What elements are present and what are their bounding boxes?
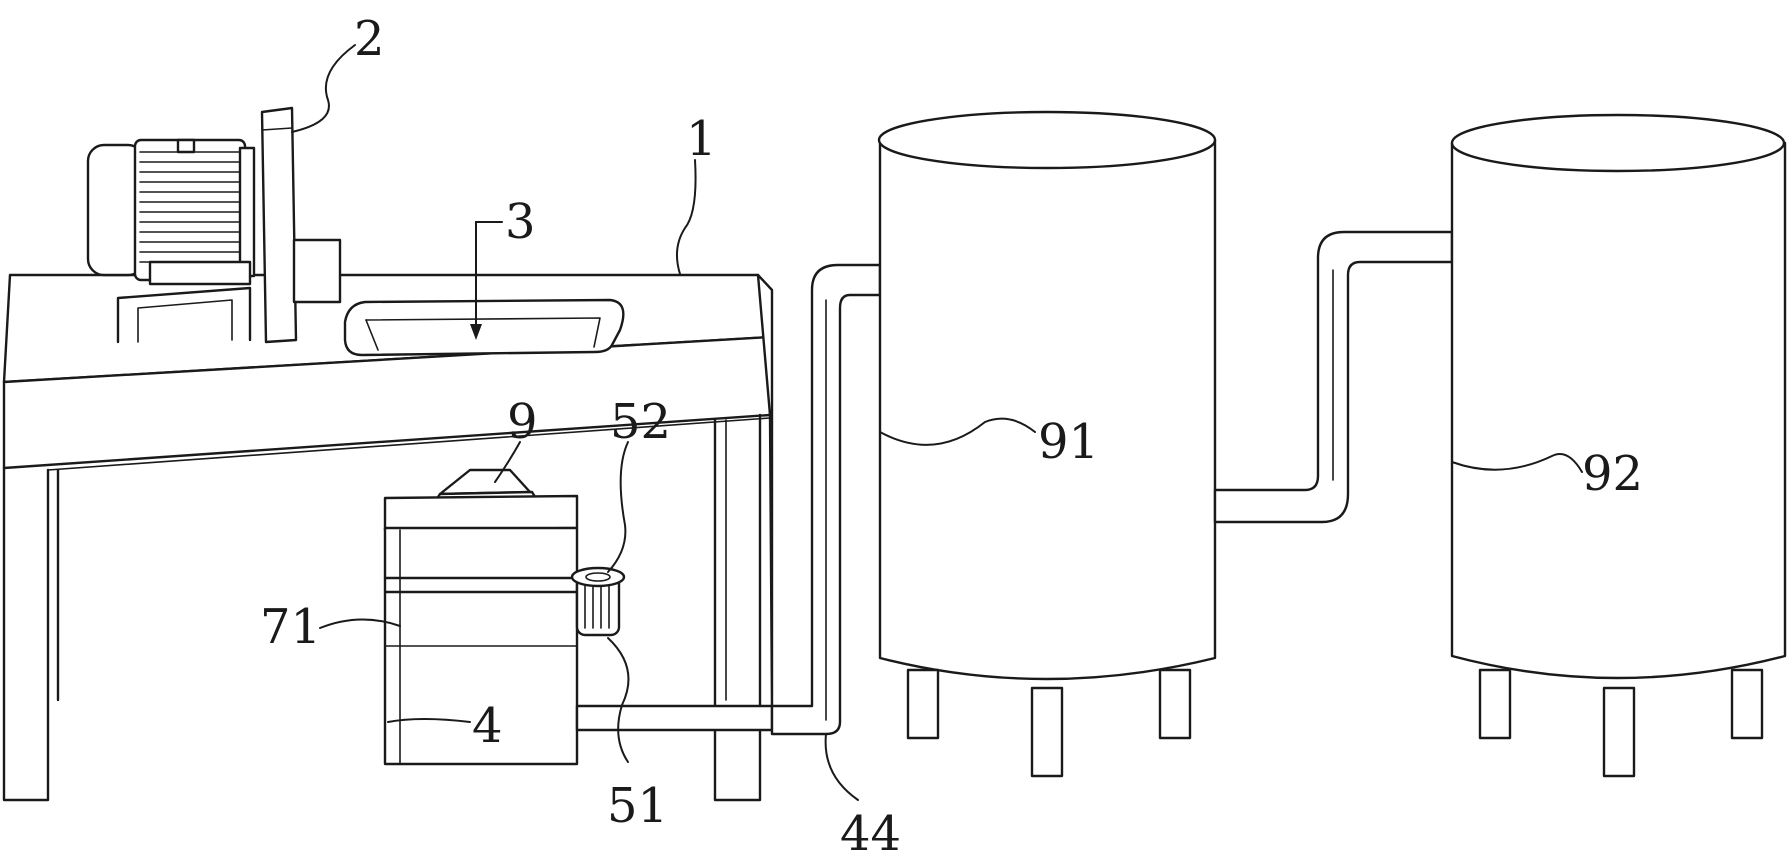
tank-one-body: [878, 138, 1217, 681]
motor-body: [133, 138, 247, 282]
leader-1: [675, 159, 697, 275]
table-leg-right: [713, 413, 762, 802]
box-top-rim: [383, 494, 579, 532]
label-box: 4: [472, 698, 503, 754]
small-motor: [575, 573, 621, 637]
label-gear: 52: [610, 394, 671, 450]
motor-terminal: [176, 138, 196, 154]
label-tank-one: 91: [1038, 414, 1099, 470]
opening-inner-left: [365, 319, 379, 351]
tank-one-leg-3: [1158, 668, 1192, 740]
label-table: 1: [686, 111, 717, 167]
motor-base-foot: [148, 260, 252, 286]
leader-3-arrow: [470, 324, 482, 340]
opening-outline: [343, 298, 625, 357]
tank-two-leg-3: [1730, 668, 1764, 740]
leader-44: [824, 733, 859, 801]
tank-one: [877, 110, 1217, 778]
leader-lines: [291, 44, 1583, 801]
leader-3: [475, 221, 503, 335]
tank-two-lid: [1450, 113, 1786, 173]
table-leg-left: [2, 466, 50, 802]
tank-connector-pipe: [1213, 230, 1454, 524]
gear-hub: [585, 572, 611, 582]
motor-flange: [238, 146, 256, 278]
tank-two-body: [1450, 141, 1787, 680]
label-small-motor: 51: [607, 778, 668, 834]
reference-labels: 2 1 3 9 52 71 4 51 44 91 92: [260, 11, 1643, 855]
table-crossbar: [47, 417, 771, 471]
label-motor: 2: [354, 11, 385, 67]
motor-stand: [116, 286, 252, 344]
motor-stand-inner: [137, 299, 233, 343]
label-opening: 3: [505, 194, 536, 250]
hopper-funnel: [438, 468, 532, 496]
tank-one-lid: [877, 110, 1217, 170]
tank-one-leg-1: [906, 668, 940, 740]
motor: [86, 106, 342, 344]
leader-51: [607, 637, 630, 763]
leader-71: [319, 618, 401, 629]
leader-92: [1451, 453, 1583, 473]
gear-disc: [570, 566, 626, 588]
fan-housing: [260, 106, 298, 344]
label-hopper: 9: [507, 394, 538, 450]
tank-one-leg-2: [1030, 686, 1064, 778]
leader-2: [291, 44, 356, 133]
tank-two-leg-2: [1602, 686, 1636, 778]
label-pipe: 44: [840, 806, 901, 855]
opening-inner: [365, 317, 601, 348]
fan-outlet: [292, 238, 342, 304]
pipe: [575, 263, 882, 736]
tank-two: [1450, 113, 1787, 778]
gear: [570, 566, 626, 588]
leader-91: [879, 417, 1036, 446]
opening: [343, 298, 625, 357]
label-tank-two: 92: [1582, 446, 1643, 502]
leader-52: [607, 441, 629, 573]
fan-housing-edge: [261, 127, 293, 131]
tank-two-leg-1: [1478, 668, 1512, 740]
pipe-bottom-run: [575, 704, 774, 732]
label-box-section: 71: [260, 599, 321, 655]
motor-cooling-fins: [139, 151, 241, 263]
box: [383, 494, 579, 766]
leader-4: [387, 718, 471, 723]
leader-9: [494, 441, 521, 483]
